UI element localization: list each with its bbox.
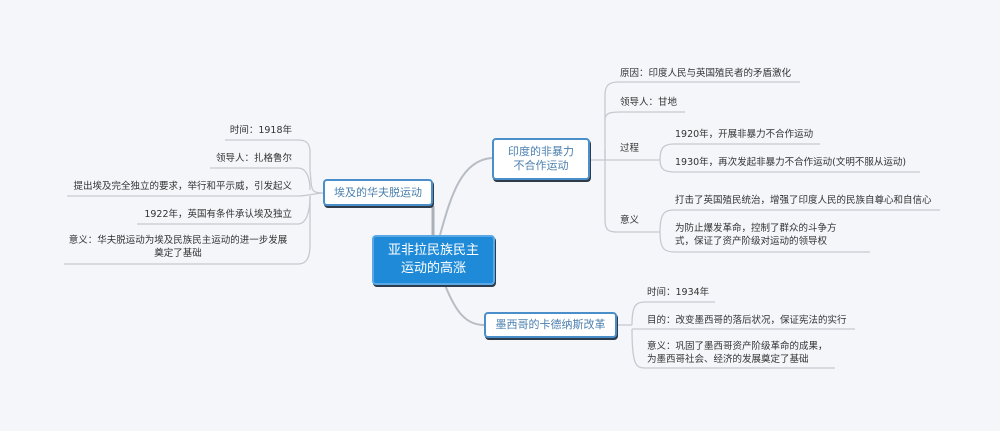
egypt-significance: 意义：华夫脱运动为埃及民族民主运动的进一步发展 奠定了基础 [64, 234, 292, 260]
india-process-1930: 1930年，再次发起非暴力不合作运动(文明不服从运动) [675, 157, 907, 168]
topic-mexico-label: 墨西哥的卡德纳斯改革 [495, 318, 606, 331]
central-topic-line1: 亚非拉民族民主 [387, 243, 479, 258]
topic-egypt[interactable]: 埃及的华夫脱运动 [323, 179, 433, 206]
india-significance-2-line1: 为防止爆发革命，控制了群众的斗争方 [675, 223, 837, 234]
central-topic[interactable]: 亚非拉民族民主运动的高涨 [372, 235, 495, 285]
egypt-independence: 1922年，英国有条件承认埃及独立 [144, 209, 292, 220]
egypt-leader: 领导人：扎格鲁尔 [215, 153, 292, 164]
topic-india[interactable]: 印度的非暴力不合作运动 [492, 138, 590, 180]
egypt-significance-line2: 奠定了基础 [154, 248, 202, 259]
topic-egypt-label: 埃及的华夫脱运动 [334, 185, 422, 199]
egypt-significance-line1: 意义：华夫脱运动为埃及民族民主运动的进一步发展 [68, 235, 288, 246]
india-process-label: 过程 [620, 143, 640, 154]
topic-india-line2: 不合作运动 [513, 159, 569, 172]
central-topic-line2: 运动的高涨 [400, 261, 466, 276]
mexico-time: 时间：1934年 [647, 287, 710, 298]
india-significance-1: 打击了英国殖民统治，增强了印度人民的民族自尊心和自信心 [675, 195, 932, 206]
india-significance-2: 为防止爆发革命，控制了群众的斗争方 式，保证了资产阶级对运动的领导权 [675, 222, 837, 248]
topic-mexico[interactable]: 墨西哥的卡德纳斯改革 [484, 312, 617, 338]
india-process-1920: 1920年，开展非暴力不合作运动 [675, 129, 814, 140]
mexico-purpose: 目的：改变墨西哥的落后状况，保证宪法的实行 [647, 315, 847, 326]
mexico-significance-line1: 意义：巩固了墨西哥资产阶级革命的成果， [647, 341, 828, 352]
mexico-significance-line2: 为墨西哥社会、经济的发展奠定了基础 [647, 354, 809, 365]
india-cause: 原因：印度人民与英国殖民者的矛盾激化 [620, 68, 792, 79]
mexico-significance: 意义：巩固了墨西哥资产阶级革命的成果， 为墨西哥社会、经济的发展奠定了基础 [647, 340, 828, 366]
egypt-time: 时间：1918年 [229, 125, 292, 136]
india-significance-2-line2: 式，保证了资产阶级对运动的领导权 [675, 236, 828, 247]
india-significance-label: 意义 [620, 215, 640, 226]
egypt-demand: 提出埃及完全独立的要求，举行和平示威，引发起义 [73, 181, 292, 192]
topic-india-line1: 印度的非暴力 [508, 145, 574, 158]
india-leader: 领导人：甘地 [620, 97, 678, 108]
